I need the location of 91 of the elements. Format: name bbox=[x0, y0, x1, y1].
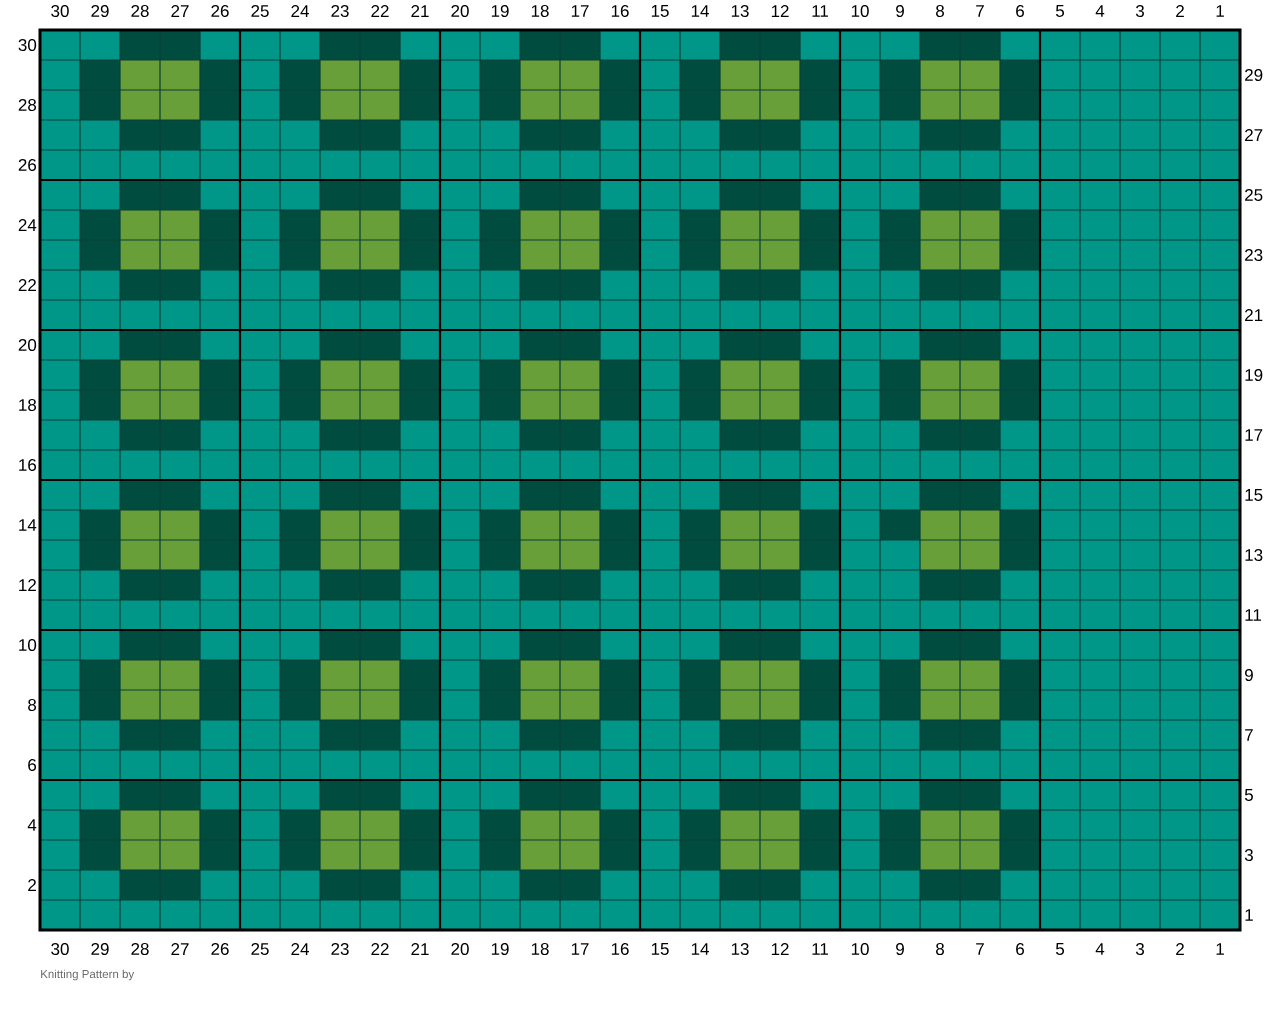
column-number: 15 bbox=[651, 943, 669, 955]
row-number: 27 bbox=[1245, 129, 1263, 141]
column-number: 1 bbox=[1216, 5, 1224, 17]
column-number: 16 bbox=[611, 5, 629, 18]
column-number: 14 bbox=[691, 5, 709, 17]
column-number: 15 bbox=[651, 5, 669, 17]
column-number: 23 bbox=[331, 943, 349, 956]
column-number: 20 bbox=[451, 5, 469, 18]
row-number: 4 bbox=[27, 819, 37, 831]
column-number: 24 bbox=[291, 943, 309, 955]
column-number: 7 bbox=[976, 5, 984, 17]
column-number: 29 bbox=[91, 5, 109, 18]
column-number: 24 bbox=[291, 5, 309, 17]
row-number: 28 bbox=[18, 99, 37, 112]
column-number: 30 bbox=[51, 5, 69, 18]
column-number: 25 bbox=[251, 5, 269, 18]
column-number: 10 bbox=[851, 943, 869, 956]
column-number: 22 bbox=[371, 5, 389, 17]
column-number: 10 bbox=[851, 5, 869, 18]
row-number: 1 bbox=[1245, 909, 1253, 921]
row-number: 14 bbox=[19, 519, 37, 531]
row-number: 11 bbox=[1245, 609, 1262, 621]
column-number: 28 bbox=[131, 943, 149, 956]
column-number: 12 bbox=[771, 5, 789, 17]
row-number: 19 bbox=[1245, 369, 1263, 382]
column-number: 27 bbox=[171, 943, 189, 955]
column-number: 4 bbox=[1095, 943, 1105, 955]
row-number: 15 bbox=[1245, 489, 1263, 501]
row-number: 23 bbox=[1245, 249, 1263, 262]
column-number: 26 bbox=[211, 943, 229, 956]
row-number: 16 bbox=[19, 459, 37, 472]
row-number: 30 bbox=[18, 39, 37, 52]
column-number: 27 bbox=[171, 5, 189, 17]
column-number: 3 bbox=[1135, 5, 1144, 18]
column-number: 2 bbox=[1176, 943, 1184, 955]
row-number: 24 bbox=[18, 219, 37, 231]
row-number: 17 bbox=[1245, 429, 1263, 441]
column-number: 21 bbox=[411, 5, 429, 17]
row-number: 2 bbox=[28, 879, 36, 891]
row-number: 5 bbox=[1244, 789, 1253, 801]
column-number: 14 bbox=[691, 943, 709, 955]
column-number: 13 bbox=[731, 943, 749, 956]
column-number: 6 bbox=[1016, 943, 1024, 956]
row-number: 13 bbox=[1245, 549, 1263, 562]
column-number: 20 bbox=[451, 943, 469, 956]
column-number: 11 bbox=[812, 943, 828, 955]
column-number: 17 bbox=[571, 943, 589, 955]
row-number: 7 bbox=[1245, 729, 1253, 741]
column-number: 11 bbox=[812, 5, 828, 17]
row-number: 22 bbox=[18, 279, 36, 291]
row-number: 29 bbox=[1245, 69, 1263, 82]
row-number: 26 bbox=[18, 159, 37, 172]
column-number: 8 bbox=[936, 943, 944, 956]
column-number: 18 bbox=[531, 5, 549, 18]
column-number: 19 bbox=[491, 5, 509, 18]
column-number: 28 bbox=[131, 5, 149, 18]
column-number: 17 bbox=[571, 5, 589, 17]
row-number: 20 bbox=[18, 339, 37, 352]
column-number: 16 bbox=[611, 943, 629, 956]
column-number: 8 bbox=[936, 5, 944, 18]
column-number: 18 bbox=[531, 943, 549, 956]
column-number: 5 bbox=[1055, 943, 1064, 955]
row-number: 25 bbox=[1245, 189, 1263, 202]
column-number: 26 bbox=[211, 5, 229, 18]
row-number: 21 bbox=[1245, 309, 1263, 321]
column-number: 9 bbox=[896, 5, 904, 18]
column-number: 4 bbox=[1095, 5, 1105, 17]
row-number: 18 bbox=[19, 399, 37, 412]
column-number: 5 bbox=[1055, 5, 1064, 17]
column-number: 21 bbox=[411, 943, 429, 955]
column-number: 3 bbox=[1135, 943, 1144, 956]
column-number: 12 bbox=[771, 943, 789, 955]
column-number: 30 bbox=[51, 943, 69, 956]
row-number: 12 bbox=[19, 579, 36, 591]
column-number: 1 bbox=[1216, 943, 1224, 955]
row-number: 10 bbox=[19, 639, 37, 652]
column-number: 25 bbox=[251, 943, 269, 956]
column-number: 6 bbox=[1016, 5, 1024, 18]
row-number: 6 bbox=[28, 759, 37, 772]
column-number: 19 bbox=[491, 943, 509, 956]
column-number: 9 bbox=[896, 943, 904, 956]
caption: Knitting Pattern by bbox=[41, 969, 135, 981]
column-number: 13 bbox=[731, 5, 749, 18]
column-number: 23 bbox=[331, 5, 349, 18]
row-number: 8 bbox=[28, 699, 37, 712]
column-number: 7 bbox=[976, 943, 984, 955]
column-number: 29 bbox=[91, 943, 109, 956]
row-number: 9 bbox=[1245, 669, 1253, 682]
row-number: 3 bbox=[1244, 849, 1253, 862]
column-number: 22 bbox=[371, 943, 389, 955]
column-number: 2 bbox=[1176, 5, 1184, 17]
